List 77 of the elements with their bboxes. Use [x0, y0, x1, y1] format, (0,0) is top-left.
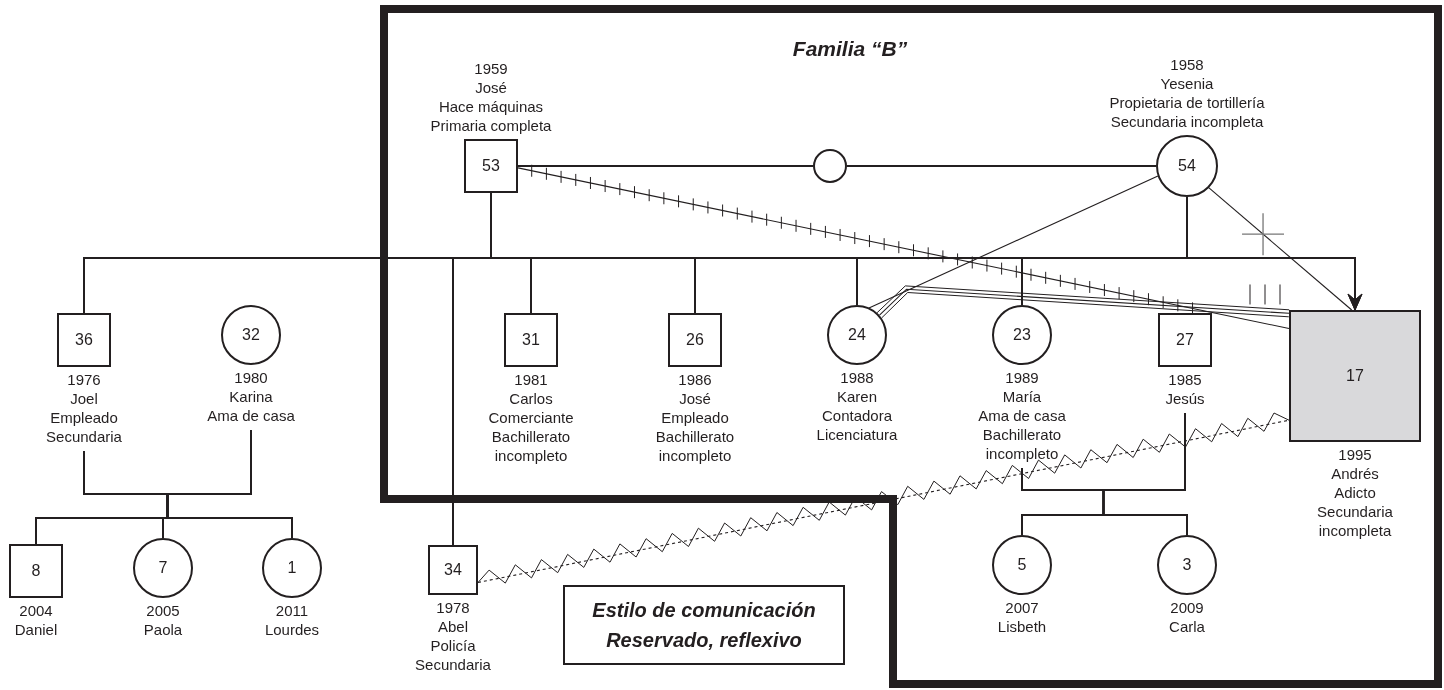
caption-text: 2005 — [145, 601, 181, 620]
family-line — [1186, 196, 1363, 311]
note-text: Reservado, reflexivo — [606, 628, 802, 653]
age-number: 5 — [1017, 556, 1027, 574]
caption-text: Secundaria — [414, 655, 492, 674]
age-number: 3 — [1182, 556, 1192, 574]
caption-text: Abel — [437, 617, 469, 636]
caption-text: Lourdes — [263, 620, 321, 639]
caption-text: Karen — [836, 387, 878, 406]
age-number: 31 — [522, 331, 540, 349]
caption-text: Secundaria incompleta — [1109, 112, 1265, 131]
age-number: 23 — [1013, 326, 1031, 344]
age-number: 53 — [482, 157, 500, 175]
caption-text: Secundaria incompleta — [1316, 502, 1394, 540]
caption-text: Licenciatura — [815, 425, 899, 444]
caption-text: María — [1001, 387, 1043, 406]
caption-text: 2009 — [1169, 598, 1205, 617]
age-number: 26 — [686, 331, 704, 349]
age-number: 7 — [158, 559, 168, 577]
note-text: Estilo de comunicación — [592, 598, 816, 623]
caption-text: José — [474, 78, 508, 97]
caption-text: 1980 — [233, 368, 269, 387]
caption-text: Jesús — [1164, 389, 1206, 408]
caption-text: 1958 — [1169, 55, 1205, 74]
caption-text: Contadora — [820, 406, 894, 425]
caption-text: Yesenia — [1159, 74, 1215, 93]
caption-text: Carlos — [508, 389, 554, 408]
caption-text: 1989 — [1004, 368, 1040, 387]
caption-text: 1978 — [435, 598, 471, 617]
caption-text: Paola — [142, 620, 184, 639]
caption-text: 1985 — [1167, 370, 1203, 389]
family-boundary — [380, 5, 1442, 688]
caption-text: Empleado — [660, 408, 730, 427]
caption-text: Empleado — [49, 408, 119, 427]
circle-symbol — [813, 149, 847, 183]
caption-text: Lisbeth — [996, 617, 1048, 636]
caption-text: Bachillerato incompleto — [981, 425, 1063, 463]
family-line — [1102, 412, 1188, 536]
age-number: 17 — [1346, 367, 1364, 385]
caption-text: 1986 — [677, 370, 713, 389]
age-number: 54 — [1178, 157, 1196, 175]
caption-text: Primaria completa — [429, 116, 553, 135]
caption-text: Daniel — [13, 620, 59, 639]
caption-text: Secundaria — [45, 427, 123, 446]
caption-text: José — [678, 389, 712, 408]
family-title: Familia “B” — [791, 37, 909, 61]
caption-text: Hace máquinas — [437, 97, 545, 116]
age-number: 24 — [848, 326, 866, 344]
caption-text: 1959 — [473, 59, 509, 78]
caption-text: Andrés — [1330, 464, 1380, 483]
family-line — [517, 165, 814, 167]
caption-text: 2004 — [18, 601, 54, 620]
caption-text: Joel — [69, 389, 99, 408]
caption-text: Policía — [429, 636, 477, 655]
age-number: 8 — [31, 562, 41, 580]
family-line — [846, 165, 1157, 167]
caption-text: 2007 — [1004, 598, 1040, 617]
caption-text: Bachillerato incompleto — [654, 427, 736, 465]
caption-text: 1981 — [513, 370, 549, 389]
note-box — [563, 585, 845, 665]
caption-text: 2011 — [274, 601, 310, 620]
age-number: 36 — [75, 331, 93, 349]
caption-text: Ama de casa — [977, 406, 1067, 425]
caption-text: Propietaria de tortillería — [1108, 93, 1266, 112]
caption-text: Ama de casa — [206, 406, 296, 425]
caption-text: 1995 — [1337, 445, 1373, 464]
caption-text: Carla — [1168, 617, 1206, 636]
caption-text: Bachillerato incompleto — [490, 427, 572, 465]
caption-text: 1976 — [66, 370, 102, 389]
caption-text: Karina — [228, 387, 274, 406]
caption-text: Adicto — [1333, 483, 1377, 502]
age-number: 32 — [242, 326, 260, 344]
age-number: 1 — [287, 559, 297, 577]
age-number: 34 — [444, 561, 462, 579]
age-number: 27 — [1176, 331, 1194, 349]
caption-text: 1988 — [839, 368, 875, 387]
caption-text: Comerciante — [487, 408, 575, 427]
